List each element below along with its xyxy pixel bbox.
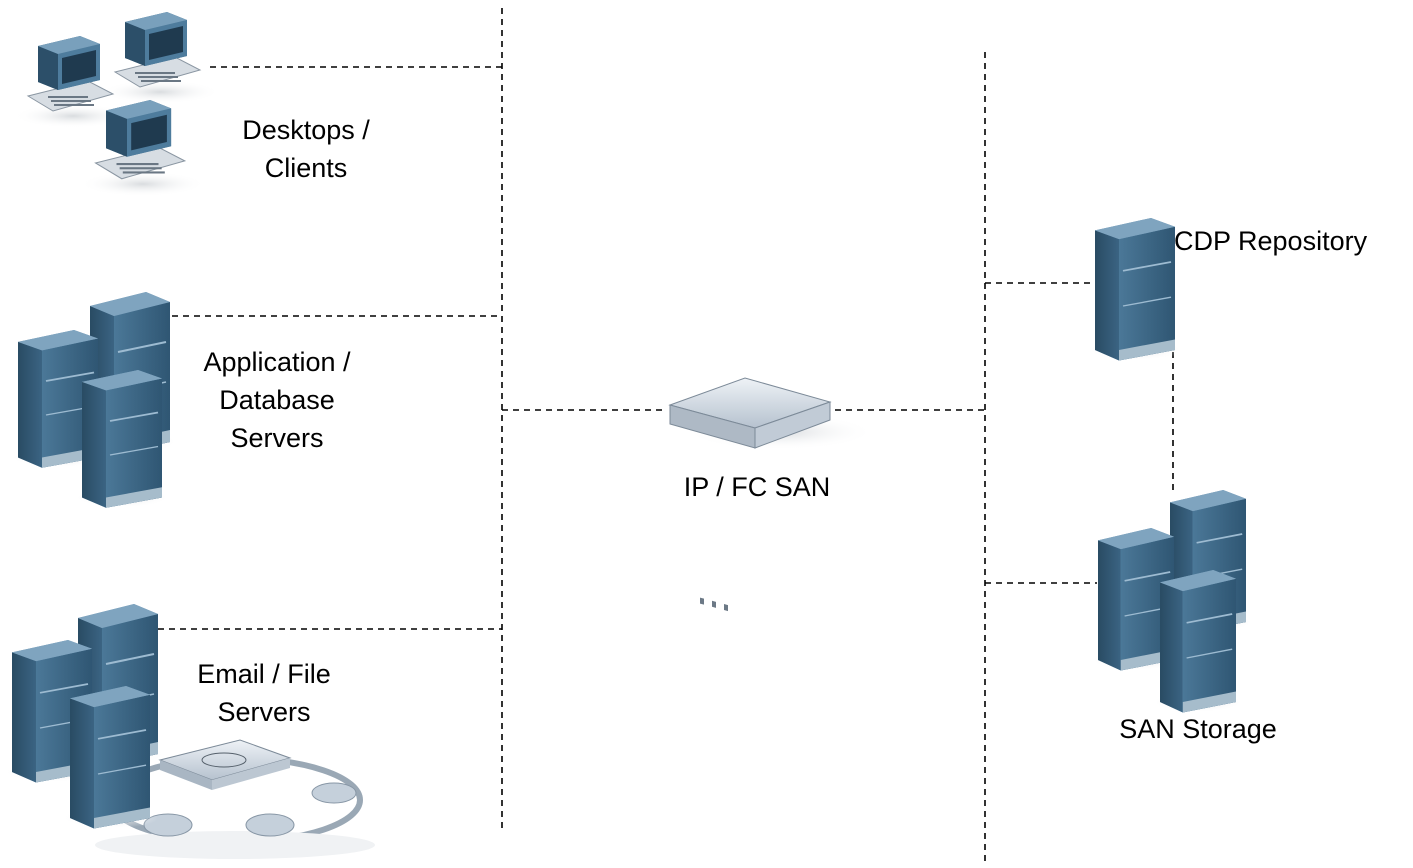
cdp-repository-label: CDP Repository (1174, 226, 1368, 256)
desktops-label-line1: Desktops / (242, 115, 370, 145)
desktops-label: Desktops / Clients (238, 111, 374, 187)
app-servers-label-line2: Database (219, 385, 335, 415)
server-tower-icon (9, 291, 179, 509)
connection-lines (158, 8, 1174, 862)
email-file-servers-icon (3, 603, 375, 859)
san-storage-label: SAN Storage (1119, 714, 1277, 744)
san-label: IP / FC SAN (683, 472, 831, 502)
desktops-label-line2: Clients (264, 153, 348, 183)
email-servers-label-line1: Email / File (197, 659, 331, 689)
email-servers-label: Email / File Servers (178, 655, 350, 731)
email-servers-label-line2: Servers (217, 697, 311, 727)
cdp-repository-icon (1086, 217, 1184, 362)
app-servers-label: Application / Database Servers (186, 343, 368, 457)
san-switch-icon (668, 377, 875, 612)
san-storage-icon (1089, 489, 1255, 714)
app-servers-label-line1: Application / (203, 347, 351, 377)
desktop-computer-icon (12, 11, 221, 198)
app-servers-label-line3: Servers (230, 423, 324, 453)
